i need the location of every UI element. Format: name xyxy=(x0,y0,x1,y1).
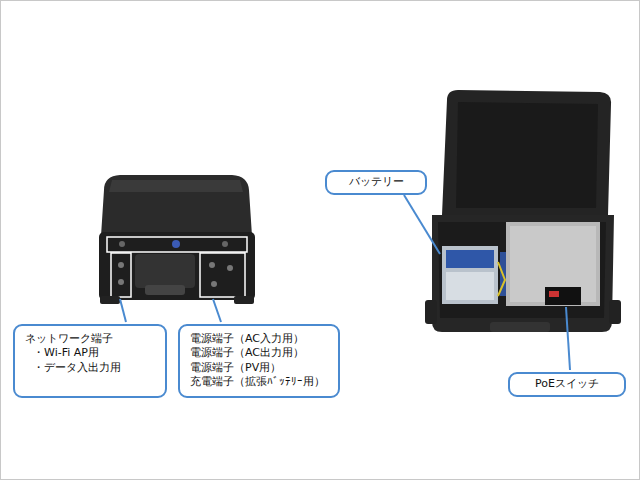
callout-text: 電源端子（PV用） xyxy=(190,361,328,375)
callout-text: PoEスイッチ xyxy=(518,377,616,391)
callout-text: 電源端子（AC入力用） xyxy=(190,332,328,346)
closed-case xyxy=(99,175,255,304)
callout-text: ネットワーク端子 xyxy=(25,332,155,346)
open-case xyxy=(425,90,621,332)
callout-text: ・データ入出力用 xyxy=(25,361,155,375)
callout-text: 充電端子（拡張ﾊﾞｯﾃﾘｰ用） xyxy=(190,375,328,389)
callout-text: ・Wi-Fi AP用 xyxy=(25,346,155,360)
network-port-callout: ネットワーク端子・Wi-Fi AP用・データ入出力用 xyxy=(13,324,167,398)
power-port-callout: 電源端子（AC入力用）電源端子（AC出力用）電源端子（PV用）充電端子（拡張ﾊﾞ… xyxy=(178,324,340,398)
poe-switch-callout: PoEスイッチ xyxy=(508,372,626,397)
callout-text: バッテリー xyxy=(335,175,417,189)
battery-callout: バッテリー xyxy=(325,170,427,195)
callout-text: 電源端子（AC出力用） xyxy=(190,346,328,360)
